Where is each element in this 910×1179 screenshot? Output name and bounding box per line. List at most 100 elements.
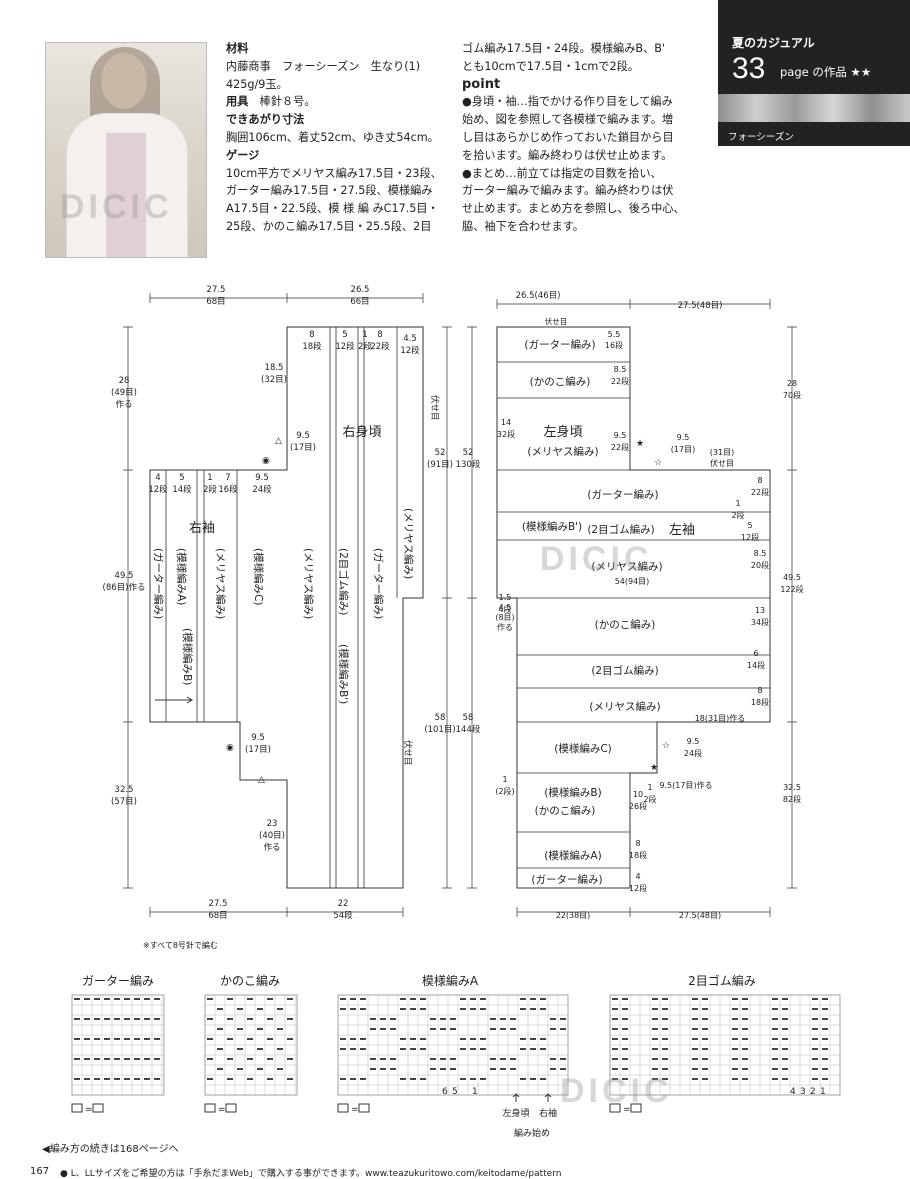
dim-label: 27.5 [209, 899, 228, 909]
stitch-mark [652, 1028, 658, 1030]
stitch-mark [772, 1058, 778, 1060]
stitch-mark [154, 1038, 160, 1040]
stitch-mark [74, 1038, 80, 1040]
arrow-icon [155, 696, 193, 704]
stitch-mark [470, 1048, 476, 1050]
row-label: (メリヤス編み) [589, 700, 660, 713]
stitch-mark [144, 1078, 150, 1080]
stitch-mark [612, 1018, 618, 1020]
stitch-mark [460, 998, 466, 1000]
stitch-mark [622, 1058, 628, 1060]
chart-title: 2目ゴム編み [688, 973, 756, 988]
stitch-mark [400, 1038, 406, 1040]
col-num: 1 [472, 1087, 478, 1097]
stitch-mark [74, 1058, 80, 1060]
stitch-mark [114, 1018, 120, 1020]
stitch-mark [742, 1028, 748, 1030]
dim-label: (17目) [671, 445, 695, 454]
stitch-mark [84, 1038, 90, 1040]
stitch-mark [510, 1068, 516, 1070]
stitch-mark [510, 1058, 516, 1060]
stitch-mark [440, 1068, 446, 1070]
stitch-mark [612, 1058, 618, 1060]
dim-label: (17目) [290, 443, 316, 453]
gauge-line: ガーター編み17.5目・27.5段、模様編み [226, 184, 433, 198]
dim-label: 58 [435, 713, 446, 723]
stitch-mark [822, 1048, 828, 1050]
stitch-mark [652, 1058, 658, 1060]
stitch-mark [104, 998, 110, 1000]
dim-label: 8.5 [754, 549, 767, 558]
point-line: ●身頃・袖…指でかける作り目をして編み [462, 95, 673, 109]
stitch-mark [207, 1058, 213, 1060]
stitch-mark [622, 1018, 628, 1020]
dim-label: 4段 [498, 604, 511, 614]
stitch-mark [257, 1008, 263, 1010]
stitch-mark [460, 1038, 466, 1040]
stitch-mark [420, 1038, 426, 1040]
stitch-mark [500, 1068, 506, 1070]
stitch-mark [350, 1048, 356, 1050]
stitch-mark [742, 1048, 748, 1050]
stitch-mark [812, 998, 818, 1000]
stitch-mark [360, 1038, 366, 1040]
continued-note: ◀編み方の続きは168ページへ [42, 1144, 179, 1155]
dim-label: (2段) [495, 786, 514, 796]
stitch-mark [237, 1028, 243, 1030]
stitch-mark [622, 1008, 628, 1010]
size-text: 胸囲106cm、着丈52cm、ゆき丈54cm。 [226, 130, 439, 144]
stitch-mark [360, 998, 366, 1000]
dim-label: 9.5 [677, 433, 690, 442]
stitch-mark [742, 1018, 748, 1020]
stitch-mark [400, 1078, 406, 1080]
stitch-mark [782, 1038, 788, 1040]
stitch-mark [530, 998, 536, 1000]
stitch-mark [144, 1018, 150, 1020]
column-label: (模様編みB') [337, 644, 350, 704]
dim-label: 作る [497, 622, 513, 632]
dim-label: 9.5 [687, 737, 700, 746]
stitch-mark [134, 1078, 140, 1080]
stitch-mark [247, 998, 253, 1000]
stitch-mark [74, 998, 80, 1000]
dot-marker-icon: ◉ [262, 456, 270, 466]
stitch-mark [812, 1038, 818, 1040]
size-heading: できあがり寸法 [226, 113, 305, 127]
stitch-mark [104, 1078, 110, 1080]
dim-label: 作る [263, 842, 280, 853]
stitch-mark [350, 1078, 356, 1080]
watermark: DICIC [60, 188, 173, 226]
stitch-mark [430, 1058, 436, 1060]
stitch-mark [822, 1038, 828, 1040]
stitch-mark [782, 1018, 788, 1020]
info-left: 材料 内藤商事 フォーシーズン 生なり(1) 425g/9玉。 用具 棒針８号。… [226, 40, 442, 236]
stitch-mark [732, 1028, 738, 1030]
legend-text: = [218, 1105, 226, 1115]
right-body-title: 右身頃 [342, 424, 381, 440]
stitch-mark [94, 1018, 100, 1020]
gauge-line: とも10cmで17.5目・1cmで2段。 [462, 59, 639, 73]
start-label: 右袖 [539, 1107, 557, 1119]
stitch-mark [652, 1038, 658, 1040]
dim-label: 12段 [335, 341, 355, 352]
stitch-mark [257, 1028, 263, 1030]
stitch-mark [340, 998, 346, 1000]
dim-label: 5 [179, 473, 184, 483]
stitch-mark [217, 1008, 223, 1010]
stitch-mark [772, 1008, 778, 1010]
stitch-mark [822, 1028, 828, 1030]
dim-label: (40目) [259, 831, 285, 841]
dim-label: 122段 [780, 584, 803, 594]
col-num: 3 [800, 1087, 806, 1097]
stitch-mark [622, 1038, 628, 1040]
dim-label: 70段 [783, 390, 801, 400]
stitch-mark [560, 1028, 566, 1030]
stitch-mark [410, 1078, 416, 1080]
dim-label: 27.5(48目) [678, 301, 723, 311]
stitch-mark [612, 1028, 618, 1030]
stitch-mark [104, 1058, 110, 1060]
stitch-mark [692, 1048, 698, 1050]
stitch-mark [207, 1018, 213, 1020]
stitch-mark [732, 1018, 738, 1020]
